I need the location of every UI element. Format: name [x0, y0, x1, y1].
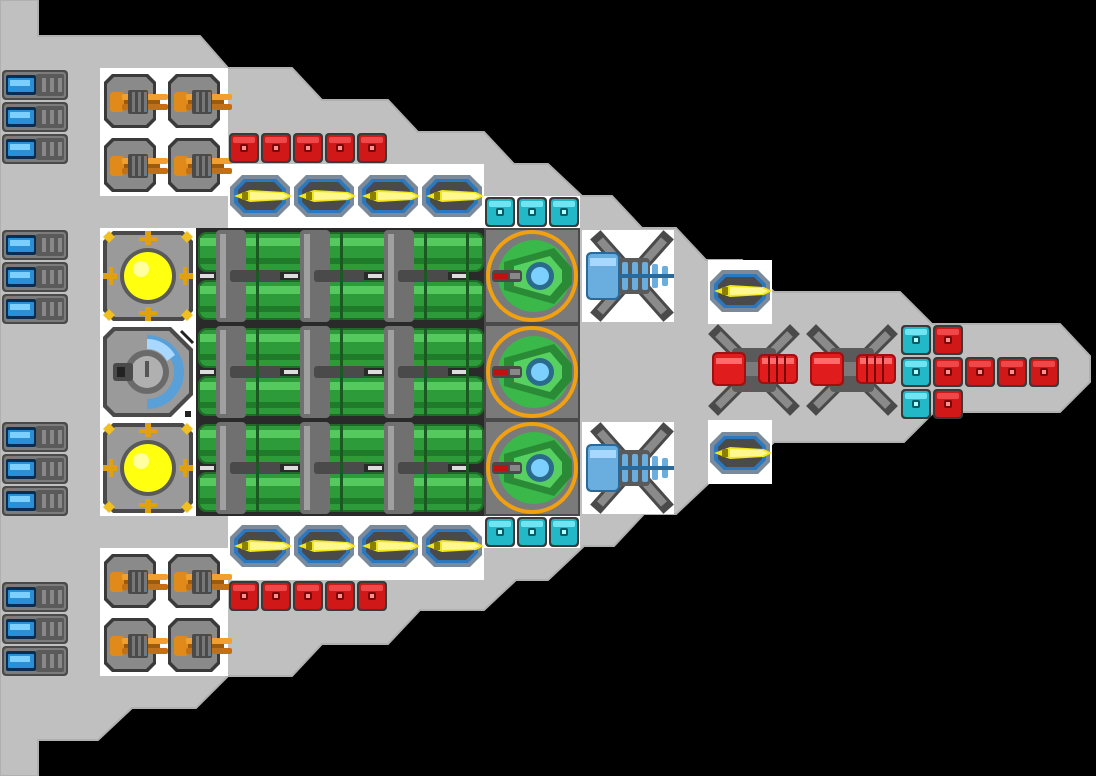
red-armor-cell-icon[interactable] [229, 581, 259, 611]
blue-railgun-icon[interactable] [582, 422, 674, 514]
yellow-laser-icon[interactable] [422, 175, 484, 217]
green-fuel-tank-icon[interactable] [196, 324, 486, 420]
red-armor-cell-icon[interactable] [1029, 357, 1059, 387]
cyan-armor-cell-icon[interactable] [901, 389, 931, 419]
yellow-laser-icon[interactable] [294, 175, 356, 217]
yellow-laser-icon[interactable] [294, 525, 356, 567]
cyan-armor-cell-icon[interactable] [549, 197, 579, 227]
yellow-reactor-icon[interactable] [103, 231, 193, 321]
blue-thruster-icon[interactable] [2, 134, 68, 164]
blue-thruster-icon[interactable] [2, 422, 68, 452]
yellow-laser-icon[interactable] [358, 525, 420, 567]
red-armor-cell-icon[interactable] [229, 133, 259, 163]
red-armor-cell-icon[interactable] [293, 581, 323, 611]
blue-thruster-icon[interactable] [2, 70, 68, 100]
cyan-armor-cell-icon[interactable] [485, 517, 515, 547]
red-armor-cell-icon[interactable] [325, 133, 355, 163]
cyan-armor-cell-icon[interactable] [517, 517, 547, 547]
red-armor-cell-icon[interactable] [325, 581, 355, 611]
red-armor-cell-icon[interactable] [933, 325, 963, 355]
blue-railgun-icon[interactable] [582, 230, 674, 322]
cyan-armor-cell-icon[interactable] [517, 197, 547, 227]
red-armor-cell-icon[interactable] [261, 581, 291, 611]
cyan-armor-cell-icon[interactable] [901, 325, 931, 355]
green-turret-icon[interactable] [482, 226, 582, 326]
yellow-reactor-icon[interactable] [103, 423, 193, 513]
yellow-laser-icon[interactable] [358, 175, 420, 217]
cyan-armor-cell-icon[interactable] [901, 357, 931, 387]
yellow-laser-icon[interactable] [230, 175, 292, 217]
blue-thruster-icon[interactable] [2, 614, 68, 644]
red-armor-cell-icon[interactable] [933, 357, 963, 387]
red-armor-cell-icon[interactable] [293, 133, 323, 163]
green-fuel-tank-icon[interactable] [196, 420, 486, 516]
yellow-laser-icon[interactable] [422, 525, 484, 567]
red-armor-cell-icon[interactable] [997, 357, 1027, 387]
blue-thruster-icon[interactable] [2, 230, 68, 260]
blue-thruster-icon[interactable] [2, 646, 68, 676]
red-armor-cell-icon[interactable] [261, 133, 291, 163]
green-fuel-tank-icon[interactable] [196, 228, 486, 324]
red-armor-cell-icon[interactable] [965, 357, 995, 387]
green-turret-icon[interactable] [482, 418, 582, 518]
cyan-armor-cell-icon[interactable] [549, 517, 579, 547]
blue-thruster-icon[interactable] [2, 582, 68, 612]
green-turret-icon[interactable] [482, 322, 582, 422]
yellow-laser-icon[interactable] [710, 432, 772, 474]
blue-thruster-icon[interactable] [2, 102, 68, 132]
red-armor-cell-icon[interactable] [357, 581, 387, 611]
yellow-laser-icon[interactable] [230, 525, 292, 567]
cockpit-dome-icon[interactable] [101, 325, 195, 419]
red-armor-cell-icon[interactable] [357, 133, 387, 163]
red-armor-cell-icon[interactable] [933, 389, 963, 419]
blue-thruster-icon[interactable] [2, 294, 68, 324]
blue-thruster-icon[interactable] [2, 454, 68, 484]
blue-thruster-icon[interactable] [2, 486, 68, 516]
blue-thruster-icon[interactable] [2, 262, 68, 292]
cyan-armor-cell-icon[interactable] [485, 197, 515, 227]
yellow-laser-icon[interactable] [710, 270, 772, 312]
